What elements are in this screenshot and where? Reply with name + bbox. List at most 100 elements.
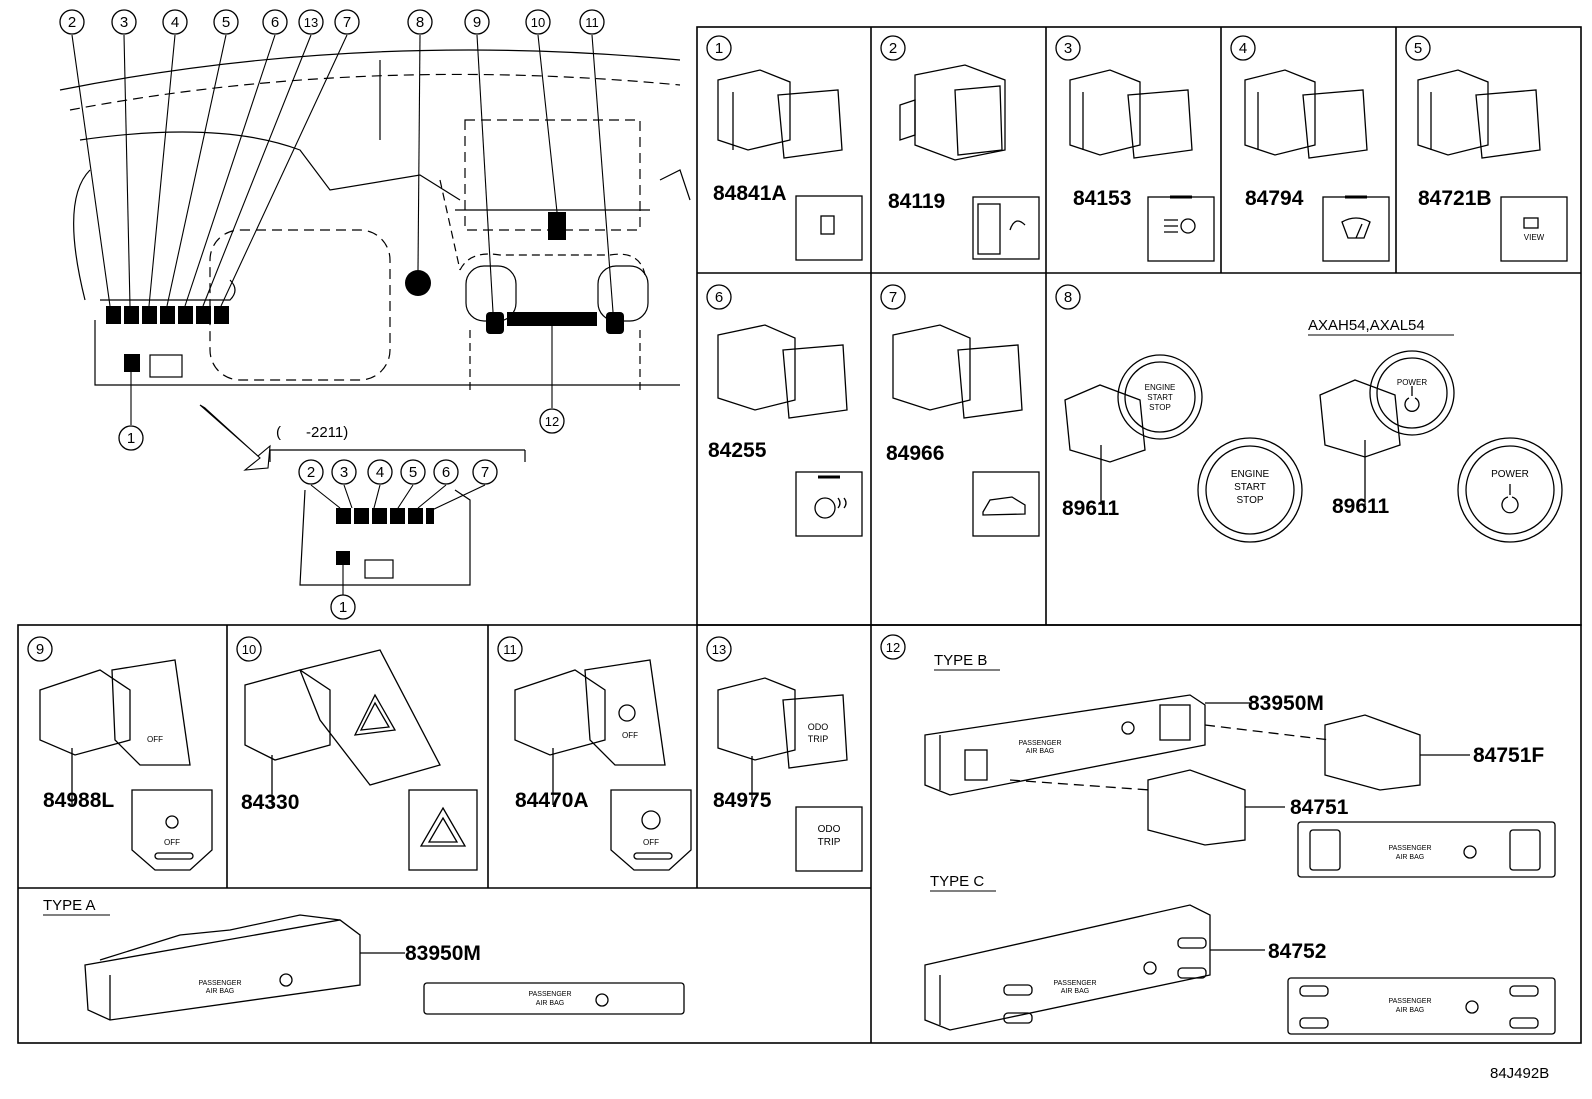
callout-3: 3 [120,14,128,31]
airbag-label-2-type-a-outline: AIR BAG [536,1000,564,1007]
airbag-label-1-type-a-outline: PASSENGER [528,991,571,998]
callout-7: 7 [343,14,351,31]
panel-callout-6: 6 [715,289,723,306]
vsc-off-label-outline: OFF [164,838,180,847]
airbag-label-1-type-b-outline: PASSENGER [1388,845,1431,852]
callout-12: 12 [545,414,559,429]
push-start-switch-drawing [1064,350,1563,543]
callout-6: 6 [271,14,279,31]
diagram-code: 84J492B [1490,1065,1549,1082]
upper-right-frame [696,26,1582,626]
panel-callout-7: 7 [889,289,897,306]
part-number-83950m-type-a: 83950M [405,942,481,965]
inset-view [269,449,526,586]
odo-label: ODO [818,824,841,835]
part-number-84255: 84255 [708,439,767,462]
panel-callout-11: 11 [503,642,517,657]
lower-frame [17,624,1582,1044]
type-b-drawing [924,694,1556,878]
airbag-label-2-type-c-outline: AIR BAG [1396,1007,1424,1014]
panel-callout-13: 13 [712,642,726,657]
callout-9: 9 [473,14,481,31]
type-a-label: TYPE A [43,897,96,914]
auto-off-label-outline: OFF [643,838,659,847]
variant-label: AXAH54,AXAL54 [1308,317,1425,334]
inset-callout-7: 7 [481,464,489,481]
callout-11: 11 [585,15,599,30]
callout-13: 13 [304,15,318,30]
panel-callout-5: 5 [1414,40,1422,57]
type-c-drawing [924,904,1556,1035]
panel-callout-9: 9 [36,641,44,658]
part-number-84153: 84153 [1073,187,1131,210]
start-label: START [1234,482,1266,493]
part-number-89611-b: 89611 [1332,495,1390,518]
switch-84966-drawing [892,324,1040,537]
type-a-drawing [84,914,685,1021]
stop-label-small: STOP [1149,403,1171,412]
part-number-84752: 84752 [1268,940,1326,963]
part-number-84751f: 84751F [1473,744,1544,767]
inset-range: ( -2211) [276,424,348,441]
engine-label: ENGINE [1231,469,1270,480]
power-label-small: POWER [1397,378,1427,387]
auto-off-label: OFF [622,731,638,740]
inset-callout-3: 3 [340,464,348,481]
airbag-label-1-type-a: PASSENGER [198,980,241,987]
inset-callout-1: 1 [339,599,347,616]
inset-callout-4: 4 [376,464,384,481]
callout-5: 5 [222,14,230,31]
vsc-off-label: OFF [147,735,163,744]
start-label-small: START [1147,393,1173,402]
vsc-off-switch-drawing [39,659,213,871]
inset-callout-2: 2 [307,464,315,481]
panel-callout-12: 12 [886,640,900,655]
part-number-84470a: 84470A [515,789,589,812]
callout-10: 10 [531,15,545,30]
view-label: VIEW [1524,233,1545,242]
callout-2: 2 [68,14,76,31]
panel-callout-4: 4 [1239,40,1247,57]
hazard-switch-drawing [244,649,478,871]
part-number-84975: 84975 [713,789,772,812]
airbag-label-2-type-b: AIR BAG [1026,748,1054,755]
part-number-84794: 84794 [1245,187,1304,210]
panel-callout-10: 10 [242,642,256,657]
odo-trip-switch-drawing [717,677,863,872]
type-c-label: TYPE C [930,873,984,890]
type-b-label: TYPE B [934,652,987,669]
callout-8: 8 [416,14,424,31]
airbag-label-2-type-a: AIR BAG [206,988,234,995]
dashboard-overview [59,49,691,390]
switch-84841a-drawing [717,69,863,261]
panel-callout-8: 8 [1064,289,1072,306]
panel-callout-3: 3 [1064,40,1072,57]
panel-callout-2: 2 [889,40,897,57]
callout-4: 4 [171,14,179,31]
part-number-84841a: 84841A [713,182,787,205]
power-label: POWER [1491,469,1529,480]
part-number-84751: 84751 [1290,796,1349,819]
part-number-89611-a: 89611 [1062,497,1120,520]
airbag-label-2-type-c: AIR BAG [1061,988,1089,995]
part-number-84119: 84119 [888,190,945,213]
switch-84153-drawing [1069,69,1215,262]
inset-callout-6: 6 [442,464,450,481]
trip-label-switch: TRIP [808,734,829,744]
airbag-label-2-type-b-outline: AIR BAG [1396,854,1424,861]
part-number-84966: 84966 [886,442,944,465]
part-number-83950m-type-b: 83950M [1248,692,1324,715]
stop-label: STOP [1236,495,1263,506]
callout-1: 1 [127,430,135,447]
airbag-label-1-type-b: PASSENGER [1018,740,1061,747]
panel-callout-1: 1 [715,40,723,57]
switch-84721b-drawing [1417,69,1568,262]
auto-off-switch-drawing [514,659,692,871]
part-number-84988l: 84988L [43,789,114,812]
inset-callout-5: 5 [409,464,417,481]
odo-label-switch: ODO [808,722,829,732]
trip-label: TRIP [818,837,841,848]
engine-label-small: ENGINE [1145,383,1176,392]
